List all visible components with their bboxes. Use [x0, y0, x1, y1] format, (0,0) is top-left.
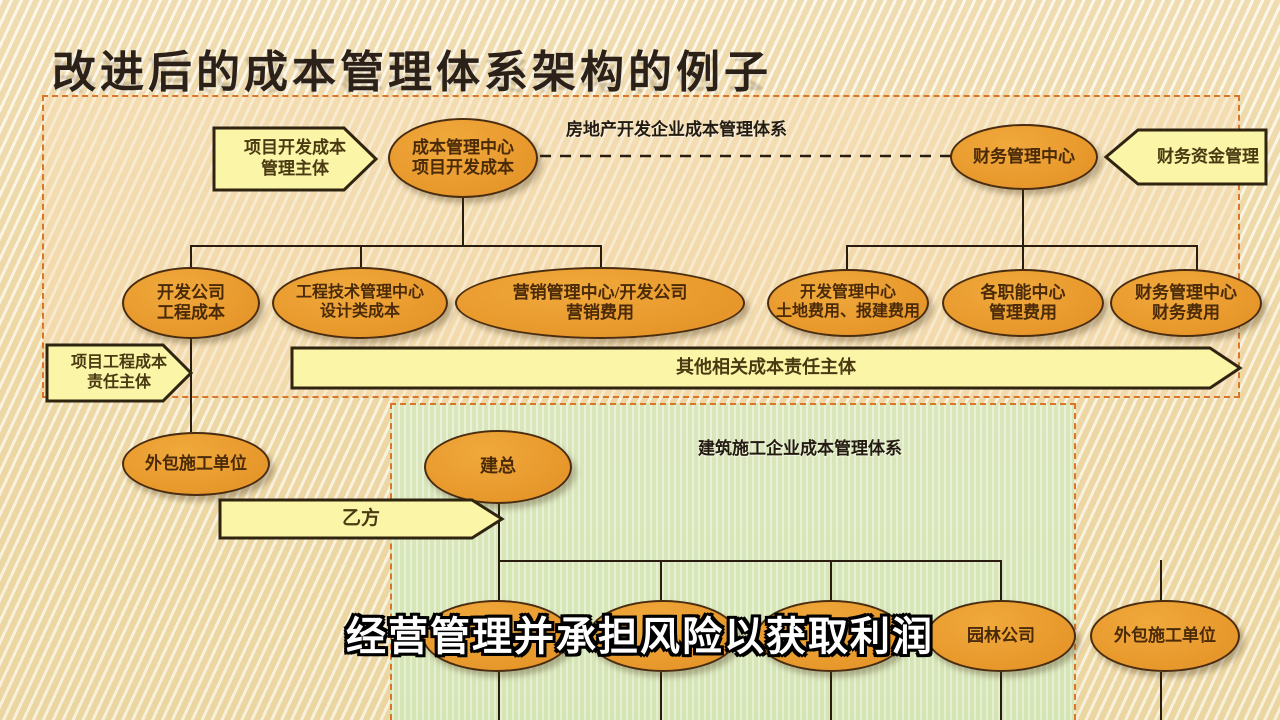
node-dev-company-line2: 工程成本 — [157, 303, 225, 322]
node-development-management-center-line1: 开发管理中心 — [799, 284, 896, 302]
callout-finance-capital-management[interactable]: 财务资金管理 — [1103, 128, 1268, 186]
connector-outsource-right-tail — [1160, 672, 1162, 720]
connector-bottom-tail-3 — [1000, 672, 1002, 720]
connector-drop-dev-company — [190, 245, 192, 277]
node-engineering-tech-center-line1: 工程技术管理中心 — [295, 284, 424, 302]
node-finance-cost-center-line2: 财务费用 — [1152, 303, 1220, 322]
node-landscape-company[interactable]: 园林公司 — [926, 600, 1076, 672]
zone-label-real-estate-developer: 房地产开发企业成本管理体系 — [566, 120, 787, 140]
node-cost-management-center-line2: 项目开发成本 — [412, 158, 514, 177]
node-function-centers-line1: 各职能中心 — [980, 282, 1066, 302]
node-landscape-company-line1: 园林公司 — [967, 625, 1035, 645]
node-outsourced-construction-left-line1: 外包施工单位 — [145, 453, 247, 473]
node-engineering-tech-center-line2: 设计类成本 — [319, 303, 400, 320]
node-finance-cost-center-line1: 财务管理中心 — [1135, 282, 1237, 302]
node-finance-management-center[interactable]: 财务管理中心 — [950, 124, 1098, 190]
connector-bottom-tail-0 — [498, 672, 500, 720]
node-finance-cost-center[interactable]: 财务管理中心 财务费用 — [1110, 269, 1262, 337]
connector-bottom-tail-2 — [830, 672, 832, 720]
node-cost-management-center-line1: 成本管理中心 — [412, 137, 514, 157]
connector-drop-marketing — [600, 245, 602, 277]
node-development-management-center-line2: 土地费用、报建费用 — [775, 303, 920, 320]
connector-drop-bottom-3 — [1000, 560, 1002, 618]
video-caption: 经营管理并承担风险以获取利润 — [346, 614, 934, 660]
node-marketing-center-line2: 营销费用 — [566, 303, 634, 322]
node-outsourced-construction-right-line1: 外包施工单位 — [1114, 625, 1216, 645]
node-general-contractor[interactable]: 建总 — [424, 430, 572, 504]
connector-left-bus — [190, 245, 602, 247]
connector-outsource-right-stem — [1160, 560, 1162, 618]
node-development-management-center[interactable]: 开发管理中心 土地费用、报建费用 — [767, 269, 929, 337]
node-marketing-center-line1: 营销管理中心/开发公司 — [512, 282, 688, 302]
node-finance-management-center-line1: 财务管理中心 — [973, 146, 1075, 166]
node-outsourced-construction-right[interactable]: 外包施工单位 — [1090, 600, 1240, 672]
node-function-centers-line2: 管理费用 — [989, 303, 1057, 322]
connector-drop-bottom-1 — [660, 560, 662, 618]
node-engineering-tech-center[interactable]: 工程技术管理中心 设计类成本 — [272, 267, 448, 339]
connector-drop-eng-tech — [360, 245, 362, 277]
connector-drop-bottom-2 — [830, 560, 832, 618]
connector-dev-to-outsource — [190, 330, 192, 432]
connector-bottom-tail-1 — [660, 672, 662, 720]
node-cost-management-center[interactable]: 成本管理中心 项目开发成本 — [388, 118, 538, 198]
slide-title: 改进后的成本管理体系架构的例子 — [52, 47, 772, 98]
callout-project-dev-cost-subject[interactable]: 项目开发成本 管理主体 — [212, 126, 379, 192]
connector-cost-center-stem — [462, 196, 464, 246]
connector-bottom-bus-left — [498, 560, 662, 562]
node-bottom-company-3[interactable] — [756, 600, 906, 672]
node-outsourced-construction-left[interactable]: 外包施工单位 — [122, 432, 270, 496]
node-general-contractor-line1: 建总 — [480, 456, 516, 477]
node-dev-company[interactable]: 开发公司 工程成本 — [122, 267, 260, 339]
node-function-centers[interactable]: 各职能中心 管理费用 — [942, 269, 1104, 337]
connector-finance-center-stem — [1022, 190, 1024, 246]
node-bottom-company-1[interactable] — [422, 600, 572, 672]
callout-other-cost-responsible-subject[interactable]: 其他相关成本责任主体 — [290, 346, 1243, 390]
callout-party-b[interactable]: 乙方 — [218, 498, 505, 540]
callout-project-engineering-cost-subject[interactable]: 项目工程成本 责任主体 — [45, 343, 194, 403]
connector-drop-dev-mgmt — [846, 245, 848, 277]
node-marketing-center[interactable]: 营销管理中心/开发公司 营销费用 — [455, 267, 745, 339]
connector-drop-finance-mgmt — [1196, 245, 1198, 277]
node-dev-company-line1: 开发公司 — [157, 282, 225, 302]
connector-drop-function-centers — [1022, 245, 1024, 277]
connector-drop-bottom-0 — [498, 560, 500, 618]
node-bottom-company-2[interactable] — [588, 600, 738, 672]
zone-label-construction-enterprise: 建筑施工企业成本管理体系 — [698, 439, 902, 459]
connector-gc-stem — [498, 504, 500, 561]
